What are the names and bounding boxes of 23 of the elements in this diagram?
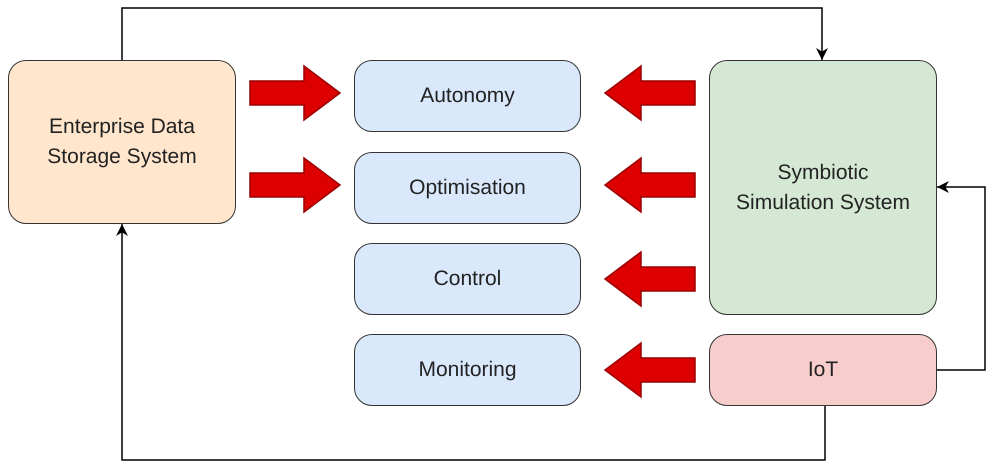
node-label: Enterprise Data Storage System: [46, 114, 198, 170]
iot-box: [709, 334, 937, 406]
process-box: [354, 334, 581, 406]
block-arrow: [604, 250, 696, 308]
connector-arrow: [121, 7, 828, 60]
block-arrow: [249, 64, 342, 122]
node-label: IoT: [808, 357, 838, 383]
connector-arrow: [937, 181, 986, 371]
node-label: Symbiotic Simulation System: [735, 160, 911, 216]
simulation-box: [709, 60, 937, 315]
process-box: [354, 152, 581, 224]
block-arrow: [604, 156, 696, 214]
process-box: [354, 60, 581, 132]
node-label: Autonomy: [420, 83, 515, 109]
node-label: Control: [434, 266, 502, 292]
block-arrow: [249, 156, 342, 214]
node-label: Monitoring: [418, 357, 517, 383]
block-arrow: [604, 342, 696, 398]
node-label: Optimisation: [409, 175, 526, 201]
storage-box: [8, 60, 236, 224]
block-arrow: [604, 64, 696, 122]
connector-arrow: [116, 224, 826, 461]
process-box: [354, 243, 581, 315]
